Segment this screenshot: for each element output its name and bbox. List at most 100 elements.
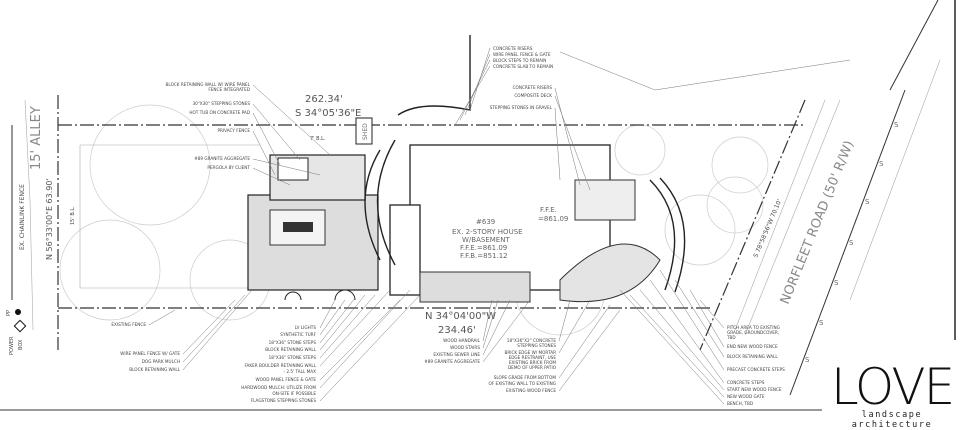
- svg-text:START NEW WOOD FENCE: START NEW WOOD FENCE: [727, 387, 782, 392]
- pp-label: PP: [6, 310, 12, 316]
- svg-text:CONCRETE RISERS: CONCRETE RISERS: [493, 46, 533, 51]
- logo-subtitle: landscape architecture: [851, 410, 933, 430]
- svg-text:PITCH AREA TO EXISTING: PITCH AREA TO EXISTING: [727, 325, 780, 330]
- svg-text:BLOCK RETAINING WALL: BLOCK RETAINING WALL: [265, 347, 316, 352]
- norfleet-road: [734, 0, 956, 396]
- svg-text:TBD: TBD: [726, 335, 736, 340]
- svg-text:DEMO OF UPPER PATIO: DEMO OF UPPER PATIO: [508, 365, 557, 370]
- house-label: #639 EX. 2-STORY HOUSE W/BASEMENT F.F.E.…: [452, 206, 568, 260]
- svg-text:18"X36"X2" CONCRETE: 18"X36"X2" CONCRETE: [507, 338, 557, 343]
- svg-text:EXISTING BRICK FROM: EXISTING BRICK FROM: [509, 360, 557, 365]
- svg-text:BLOCK RETAINING WALL: BLOCK RETAINING WALL: [727, 354, 778, 359]
- callouts-top-left: BLOCK RETAINING WALL W/ WIRE PANEL FENCE…: [166, 82, 251, 170]
- svg-text:STEPPING STONES: STEPPING STONES: [517, 343, 556, 348]
- landscape-features: [247, 35, 686, 303]
- svg-text:S: S: [834, 279, 839, 287]
- svg-text:WIRE PANEL FENCE W/ GATE: WIRE PANEL FENCE W/ GATE: [120, 351, 180, 356]
- logo-wordmark: LOVE: [830, 358, 955, 416]
- svg-text:BENCH, TBD: BENCH, TBD: [727, 401, 753, 406]
- south-bearing: N 34°04'00"W: [425, 311, 496, 322]
- road-label: NORFLEET ROAD (50' R/W): [778, 139, 857, 307]
- svg-text:SLOPE GRADE FROM BOTTOM: SLOPE GRADE FROM BOTTOM: [494, 375, 557, 380]
- svg-text:FENCE INTEGRATED: FENCE INTEGRATED: [208, 87, 250, 92]
- svg-text:18"X36" STONE STEPS: 18"X36" STONE STEPS: [269, 355, 317, 360]
- power-pole-symbol: [15, 309, 21, 315]
- svg-text:DOG PARK MULCH: DOG PARK MULCH: [142, 359, 180, 364]
- svg-text:18"X36" STONE STEPS: 18"X36" STONE STEPS: [269, 340, 317, 345]
- svg-text:S: S: [865, 198, 870, 206]
- callouts-top-mid: CONCRETE RISERS WIRE PANEL FENCE & GATE …: [493, 46, 553, 69]
- chainlink-fence-label: EX. CHAINLINK FENCE: [19, 184, 26, 250]
- svg-text:BLOCK RETAINING WALL: BLOCK RETAINING WALL: [129, 367, 180, 372]
- callouts-bottom-left: LV LIGHTS SYNTHETIC TURF 18"X36" STONE S…: [241, 325, 316, 403]
- svg-text:W/BASEMENT: W/BASEMENT: [462, 236, 510, 244]
- svg-text:LV LIGHTS: LV LIGHTS: [295, 325, 317, 330]
- svg-text:CONCRETE SLAB TO REMAIN: CONCRETE SLAB TO REMAIN: [493, 64, 553, 69]
- alley-label: 15' ALLEY: [29, 106, 44, 170]
- svg-text:S: S: [819, 319, 824, 327]
- svg-text:WOOD HANDRAIL: WOOD HANDRAIL: [443, 338, 480, 343]
- callouts-bottom-mid: WOOD HANDRAIL WOOD STAIRS EXISTING SEWER…: [424, 338, 480, 364]
- svg-text:S: S: [879, 160, 884, 168]
- south-distance: 234.46': [438, 325, 476, 336]
- power-box-label: POWER: [9, 336, 15, 355]
- svg-text:=861.09: =861.09: [538, 215, 568, 223]
- svg-text:BLOCK RETAINING WALL W/ WIRE P: BLOCK RETAINING WALL W/ WIRE PANEL: [166, 82, 251, 87]
- svg-text:EXISTING SEWER LINE: EXISTING SEWER LINE: [433, 352, 480, 357]
- svg-text:WIRE PANEL FENCE & GATE: WIRE PANEL FENCE & GATE: [493, 52, 551, 57]
- svg-text:BLOCK STEPS TO REMAIN: BLOCK STEPS TO REMAIN: [493, 58, 546, 63]
- svg-text:EDGE RESTRAINT, USE: EDGE RESTRAINT, USE: [509, 355, 557, 360]
- svg-text:WOOD PANEL FENCE & GATE: WOOD PANEL FENCE & GATE: [255, 377, 316, 382]
- svg-text:GRADE, GROUNDCOVER,: GRADE, GROUNDCOVER,: [727, 330, 779, 335]
- svg-text:#89 GRANITE AGGREGATE: #89 GRANITE AGGREGATE: [424, 359, 480, 364]
- svg-text:PRECAST CONCRETE STEPS: PRECAST CONCRETE STEPS: [727, 367, 785, 372]
- sewer-markers: S S S S S S S: [805, 121, 899, 364]
- svg-text:OF EXISTING WALL TO EXISTING: OF EXISTING WALL TO EXISTING: [489, 381, 556, 386]
- svg-text:S: S: [894, 121, 899, 129]
- svg-text:WOOD STAIRS: WOOD STAIRS: [450, 345, 480, 350]
- svg-text:EXISTING WOOD FENCE: EXISTING WOOD FENCE: [506, 388, 556, 393]
- north-bearing: S 34°05'36"E: [295, 108, 361, 119]
- callouts-bottom-right: PITCH AREA TO EXISTING GRADE, GROUNDCOVE…: [726, 325, 785, 406]
- svg-text:ON-SITE IF POSSIBLE: ON-SITE IF POSSIBLE: [272, 391, 316, 396]
- svg-text:SYNTHETIC TURF: SYNTHETIC TURF: [280, 332, 316, 337]
- west-bearing: N 56°33'00"E 63.90': [45, 178, 54, 260]
- callouts-bottom-far-left: EXISTING FENCE WIRE PANEL FENCE W/ GATE …: [111, 322, 180, 372]
- svg-text:CONCRETE RISERS: CONCRETE RISERS: [513, 85, 553, 90]
- svg-text:#89 GRANITE AGGREGATE: #89 GRANITE AGGREGATE: [194, 156, 250, 161]
- svg-text:END NEW WOOD FENCE: END NEW WOOD FENCE: [727, 344, 778, 349]
- love-logo: LOVE landscape architecture: [822, 358, 962, 430]
- svg-text:EXISTING FENCE: EXISTING FENCE: [111, 322, 146, 327]
- svg-text:30"X30" STEPPING STONES: 30"X30" STEPPING STONES: [192, 101, 250, 106]
- svg-text:- 2.5' TALL MAX: - 2.5' TALL MAX: [284, 369, 317, 374]
- svg-text:F.F.E.=861.09: F.F.E.=861.09: [460, 244, 507, 252]
- property-lines: [11, 95, 806, 351]
- svg-text:#639: #639: [476, 218, 495, 226]
- svg-text:CONCRETE STEPS: CONCRETE STEPS: [727, 380, 765, 385]
- rear-setback-label: 15' B.L.: [70, 206, 76, 225]
- svg-text:COMPOSITE DECK: COMPOSITE DECK: [514, 93, 552, 98]
- east-bearing: S 78°58'56"W 70.10': [752, 198, 783, 259]
- svg-text:STEPPING STONES IN GRAVEL: STEPPING STONES IN GRAVEL: [490, 105, 553, 110]
- callouts-top-mid-2: CONCRETE RISERS COMPOSITE DECK STEPPING …: [490, 85, 553, 110]
- svg-text:PERGOLA BY CLIENT: PERGOLA BY CLIENT: [207, 165, 250, 170]
- power-box-symbol: [13, 319, 27, 333]
- callouts-bottom-mid-2: 18"X36"X2" CONCRETE STEPPING STONES BRIC…: [489, 338, 557, 393]
- svg-text:S: S: [849, 239, 854, 247]
- shed-label: SHED: [362, 123, 369, 140]
- power-box-label: BOX: [18, 339, 24, 350]
- svg-text:HOT TUB ON CONCRETE PAD: HOT TUB ON CONCRETE PAD: [189, 110, 250, 115]
- svg-text:F.F.B.=851.12: F.F.B.=851.12: [460, 252, 508, 260]
- svg-text:F.F.E.: F.F.E.: [540, 206, 557, 214]
- svg-text:BRICK EDGE W/ MORTAR: BRICK EDGE W/ MORTAR: [504, 350, 556, 355]
- svg-text:NEW WOOD GATE: NEW WOOD GATE: [727, 394, 765, 399]
- north-distance: 262.34': [305, 94, 343, 105]
- svg-text:FLAGSTONE STEPPING STONES: FLAGSTONE STEPPING STONES: [251, 398, 317, 403]
- svg-text:HARDWOOD MULCH: UTILIZE FROM: HARDWOOD MULCH: UTILIZE FROM: [241, 385, 316, 390]
- svg-text:S: S: [805, 356, 810, 364]
- svg-text:FAKER BOULDER RETAINING WALL: FAKER BOULDER RETAINING WALL: [244, 363, 316, 368]
- svg-text:EX. 2-STORY HOUSE: EX. 2-STORY HOUSE: [452, 228, 523, 236]
- svg-text:PRIVACY FENCE: PRIVACY FENCE: [217, 128, 250, 133]
- side-setback-label: 7' B.L.: [310, 136, 326, 142]
